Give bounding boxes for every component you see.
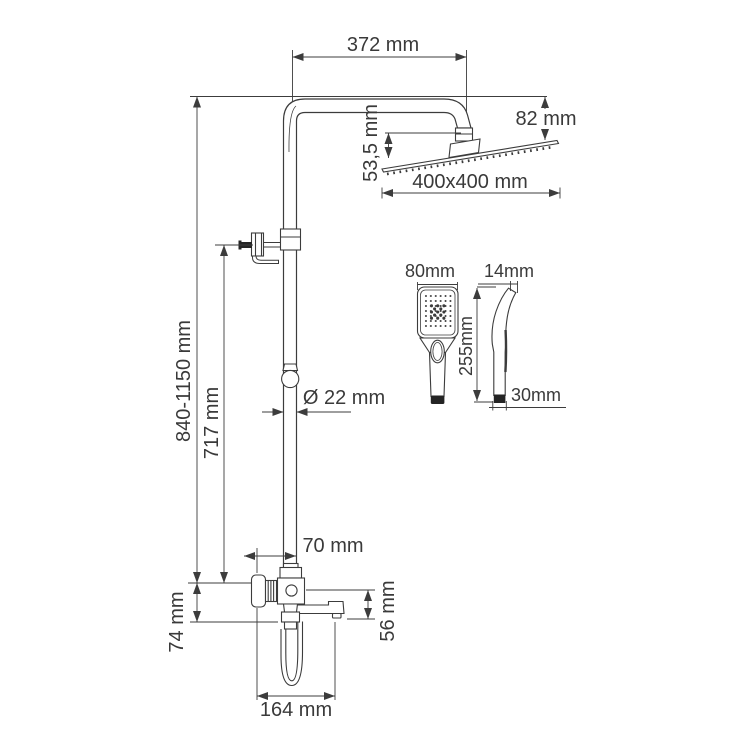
bracket-pipe-coupling — [279, 228, 302, 251]
dim-30-label: 30mm — [510, 385, 562, 405]
hand-shower-cap — [430, 395, 445, 404]
dim-70-label: 70 mm — [302, 535, 364, 557]
bracket-hook — [252, 255, 279, 264]
dim-80-label: 80mm — [404, 261, 456, 281]
hand-shower-front — [416, 286, 459, 404]
hand-shower-center-jets — [429, 304, 446, 320]
dim-22-label: Ø 22 mm — [302, 387, 386, 409]
valve-screw — [285, 584, 298, 597]
dim-82-label: 82 mm — [513, 108, 579, 130]
slider-ball — [281, 363, 300, 389]
hand-shower-side-shade — [504, 329, 508, 373]
dim-56-label: 56 mm — [377, 580, 399, 642]
shower-head-mount — [448, 138, 481, 159]
shower-hose — [280, 621, 304, 687]
shower-head-plate — [381, 139, 560, 173]
dimension-lines — [188, 53, 566, 700]
hand-shower-side-cap — [493, 394, 506, 403]
dim-840-1150-label: 840-1150 mm — [173, 320, 195, 442]
shower-head-nozzles — [386, 145, 553, 176]
mixer-valve — [250, 562, 345, 630]
dim-74-label: 74 mm — [166, 591, 188, 653]
dim-164-label: 164 mm — [259, 699, 333, 721]
valve-knob — [250, 574, 267, 608]
hand-shower-side — [491, 287, 517, 403]
overhead-shower-head — [381, 127, 560, 176]
pipe-bend-seam — [288, 105, 297, 153]
hose-outlet-nut — [280, 611, 301, 623]
dim-372-label: 372 mm — [346, 34, 420, 56]
dim-14-label: 14mm — [483, 261, 535, 281]
dim-400x400-label: 400x400 mm — [412, 171, 528, 193]
dim-717-label: 717 mm — [201, 386, 223, 460]
dim-53-5-label: 53,5 mm — [360, 104, 382, 182]
dim-255-label: 255mm — [456, 315, 476, 377]
spout-aerator — [331, 612, 342, 619]
